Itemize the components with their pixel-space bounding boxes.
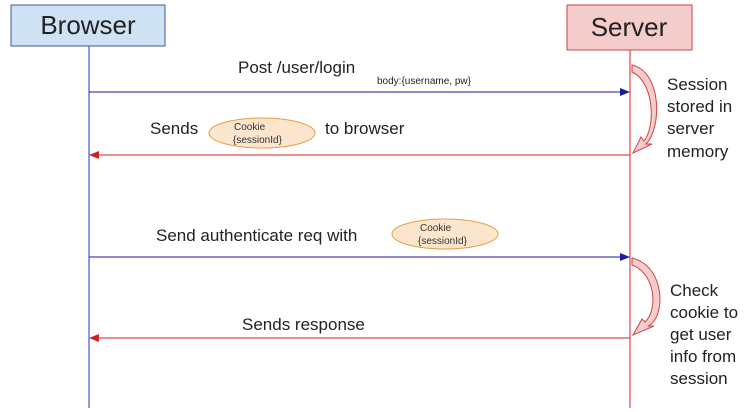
session-store-note-line-1: Session bbox=[667, 75, 727, 94]
browser-actor-label: Browser bbox=[40, 10, 136, 40]
session-store-note-line-4: memory bbox=[667, 142, 729, 161]
message-response-label: Sends response bbox=[242, 315, 365, 334]
cookie-badge bbox=[391, 218, 499, 250]
browser-actor-box bbox=[10, 4, 166, 47]
message-set-cookie-label-after: to browser bbox=[325, 119, 405, 138]
cookie-badge bbox=[208, 117, 316, 149]
session-store-note-line-2: stored in bbox=[667, 97, 732, 116]
cookie-badge-title: Cookie bbox=[420, 223, 452, 234]
cookie-check-curved-arrow bbox=[631, 257, 661, 337]
session-store-note-line-3: server bbox=[667, 119, 715, 138]
cookie-check-note-line-3: get user bbox=[670, 325, 732, 344]
cookie-badge-title: Cookie bbox=[234, 122, 266, 133]
message-set-cookie: Sends Cookie {sessionId} to browser bbox=[89, 117, 630, 159]
cookie-check-note-line-2: cookie to bbox=[670, 303, 738, 322]
message-authenticated-request: Send authenticate req with Cookie {sessi… bbox=[89, 218, 630, 261]
server-actor: Server bbox=[566, 4, 693, 51]
cookie-check-note-line-4: info from bbox=[670, 347, 736, 366]
cookie-check-note-line-1: Check bbox=[670, 281, 719, 300]
cookie-check-note: Check cookie to get user info from sessi… bbox=[631, 257, 738, 388]
server-actor-label: Server bbox=[591, 12, 668, 42]
cookie-badge-value: {sessionId} bbox=[233, 135, 283, 146]
message-response: Sends response bbox=[89, 315, 630, 342]
message-login-body-label: body:{username, pw} bbox=[377, 76, 472, 87]
browser-actor: Browser bbox=[10, 4, 166, 47]
cookie-badge-value: {sessionId} bbox=[418, 236, 468, 247]
session-store-curved-arrow bbox=[631, 64, 658, 155]
server-actor-box bbox=[566, 4, 693, 51]
message-login-label: Post /user/login bbox=[238, 58, 355, 77]
message-set-cookie-label-before: Sends bbox=[150, 119, 198, 138]
session-store-note: Session stored in server memory bbox=[631, 64, 732, 161]
message-login-request: Post /user/login body:{username, pw} bbox=[89, 58, 630, 96]
cookie-check-note-line-5: session bbox=[670, 369, 728, 388]
message-auth-request-label: Send authenticate req with bbox=[156, 226, 357, 245]
